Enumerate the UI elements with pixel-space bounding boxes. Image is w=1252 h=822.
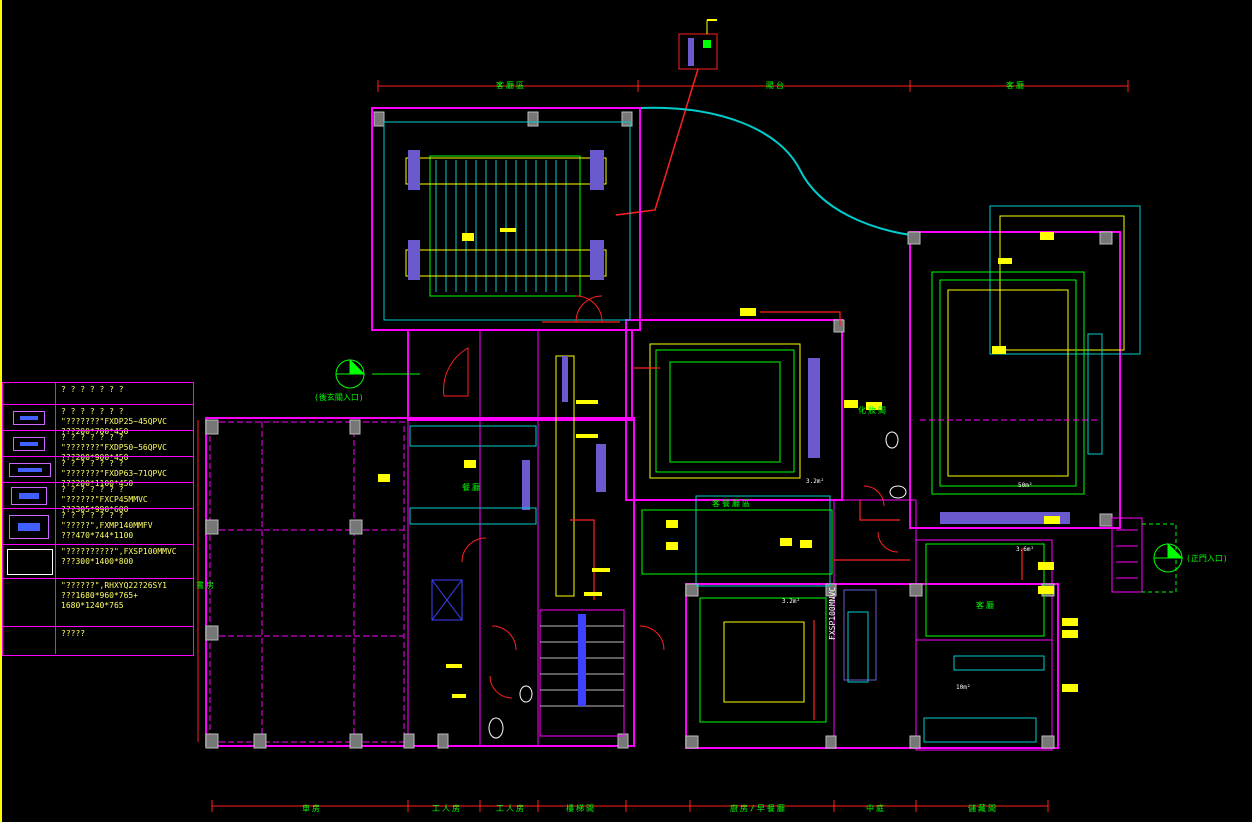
area-tag: 3.2m²	[806, 478, 825, 485]
equipment-legend-table: ? ? ? ? ? ? ? ? ? ? ? ? ? ? "???????"FXD…	[2, 382, 194, 656]
room-label-family-dining: 客餐廳區	[712, 499, 752, 508]
legend-text: ? ? ? ? ? ? ? "???????"FXDP25~45QPVC ???…	[61, 407, 167, 436]
legend-symbol-cell	[3, 627, 56, 654]
room-label-powder: 化妝間	[858, 406, 888, 415]
vertical-unit	[847, 611, 869, 683]
kitchen-ceiling	[641, 495, 1045, 743]
bottom-label-garage: 車房	[302, 804, 322, 813]
legend-symbol-cell	[3, 509, 56, 545]
area-tag: 3.6m²	[1016, 546, 1035, 553]
legend-row: ? ? ? ? ? ? ? "???????"FXDP50~56QPVC ???…	[3, 430, 193, 462]
duct-unit-icon	[9, 463, 51, 477]
side-entrance-label: (後玄關入口)	[314, 393, 364, 402]
legend-symbol-cell	[3, 545, 56, 579]
left-border-line	[0, 0, 2, 822]
bottom-label-stairwell: 樓梯間	[566, 804, 596, 813]
bottom-label-servant-room-1: 工人房	[432, 804, 462, 813]
room-label-living: 客廳	[976, 601, 996, 610]
legend-text: ? ? ? ? ? ? ? "??????"FXCP45MMVC ???305*…	[61, 485, 148, 514]
outdoor-unit	[678, 19, 718, 70]
area-tag: 10m²	[956, 684, 971, 691]
bottom-label-servant-room-2: 工人房	[496, 804, 526, 813]
legend-text: ? ? ? ? ? ? ?	[61, 385, 124, 394]
legend-row: ? ? ? ? ? ? ? "???????"FXDP63~71QPVC ???…	[3, 456, 193, 488]
large-duct-unit-icon	[9, 515, 49, 539]
legend-symbol-cell	[3, 405, 56, 431]
staircase	[539, 609, 625, 737]
legend-symbol-cell	[3, 483, 56, 509]
tag-blocks	[378, 400, 1078, 698]
right-living-ceiling	[920, 205, 1141, 524]
main-entrance-marker	[1153, 542, 1184, 573]
legend-text: ?????	[61, 629, 86, 638]
legend-text: ? ? ? ? ? ? ? "?????",FXMP140MMFV ???470…	[61, 511, 153, 540]
central-duct	[522, 355, 606, 597]
legend-row: "??????????",FXSP100MMVC ???300*1400*800	[3, 544, 193, 579]
bottom-label-kitchen: 廚房/早餐廳	[730, 804, 787, 813]
duct-runs	[542, 311, 1023, 720]
vertical-unit-label: FXSP100MNVC	[828, 587, 837, 640]
refrigerant-pipe	[615, 68, 699, 216]
legend-row: "??????",RHXYQ22?26SY1 ???1680*960*765+ …	[3, 578, 193, 627]
door-swings	[443, 295, 899, 699]
top-label-living: 客廳	[1006, 81, 1026, 90]
legend-row: ? ? ? ? ? ? ? "?????",FXMP140MMFV ???470…	[3, 508, 193, 545]
legend-text: ? ? ? ? ? ? ? "???????"FXDP63~71QPVC ???…	[61, 459, 167, 488]
exterior-walls	[205, 107, 1121, 749]
bottom-label-storage: 儲藏間	[968, 804, 998, 813]
cassette-unit-icon	[11, 487, 47, 505]
area-tag: 3.2m²	[782, 598, 801, 605]
legend-symbol-cell	[3, 431, 56, 457]
floor-unit-icon	[7, 549, 53, 575]
top-label-balcony: 陽台	[766, 81, 786, 90]
dining-ceiling	[649, 308, 820, 479]
main-entrance-label: (正門入口)	[1186, 554, 1228, 563]
area-tag: 50m²	[1018, 482, 1033, 489]
top-label-living-area: 客廳區	[496, 81, 526, 90]
structural-columns	[205, 111, 1113, 749]
legend-row: ?????	[3, 626, 193, 654]
legend-symbol-cell	[3, 383, 56, 404]
living-room-ceiling	[383, 121, 631, 321]
legend-symbol-cell	[3, 579, 56, 627]
duct-unit-icon	[13, 411, 45, 425]
bottom-dimension-line	[211, 800, 1049, 812]
fixtures	[431, 431, 907, 739]
legend-text: ? ? ? ? ? ? ? "???????"FXDP50~56QPVC ???…	[61, 433, 167, 462]
balcony-curve	[639, 106, 919, 237]
lobby-cabinets	[409, 425, 537, 525]
duct-unit-icon	[13, 437, 45, 451]
side-entrance-marker	[335, 358, 420, 389]
main-entrance-steps	[1111, 517, 1177, 593]
legend-text: "??????????",FXSP100MMVC ???300*1400*800	[61, 547, 177, 566]
legend-text: "??????",RHXYQ22?26SY1 ???1680*960*765+ …	[61, 581, 167, 610]
legend-row: ? ? ? ? ? ? ?	[3, 383, 193, 404]
room-label-study: 書房	[196, 581, 216, 590]
legend-row: ? ? ? ? ? ? ? "??????"FXCP45MMVC ???305*…	[3, 482, 193, 514]
top-dimension-line	[377, 80, 1129, 92]
legend-symbol-cell	[3, 457, 56, 483]
legend-row: ? ? ? ? ? ? ? "???????"FXDP25~45QPVC ???…	[3, 404, 193, 436]
inner-walls	[209, 330, 1053, 751]
bottom-label-courtyard: 中庭	[866, 804, 886, 813]
room-label-dining: 餐廳	[462, 483, 482, 492]
